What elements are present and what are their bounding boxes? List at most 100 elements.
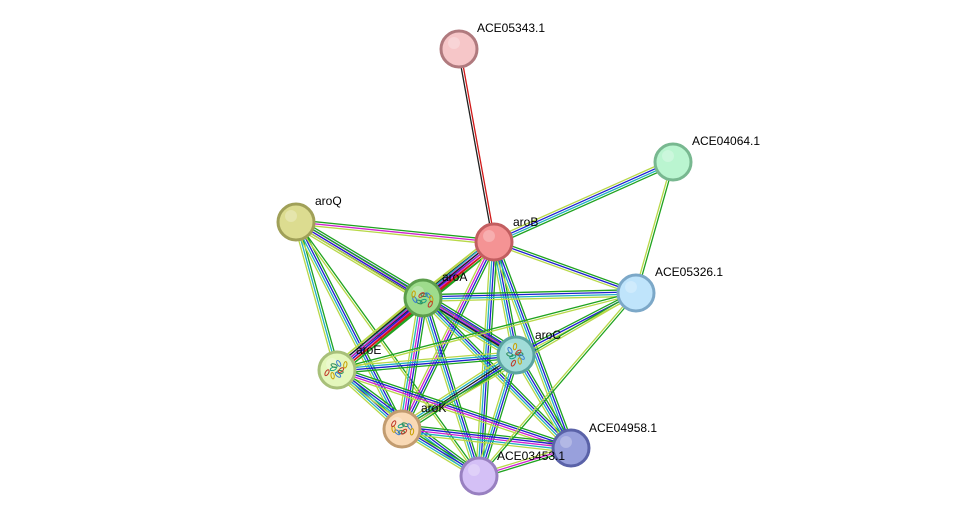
- node-circle[interactable]: [382, 409, 422, 449]
- edge-evidence-neighborhood: [296, 219, 495, 241]
- edge-evidence-neighborhood: [402, 423, 572, 445]
- edge-aroA-ACE05326.1: [422, 289, 637, 302]
- edge-aroK-ACE04958.1: [401, 423, 572, 454]
- edge-evidence-neighborhood: [494, 239, 637, 292]
- node-highlight: [448, 37, 460, 49]
- edge-evidence-database: [477, 354, 516, 476]
- edge-evidence-textmining: [335, 372, 571, 452]
- edge-aroC-ACE03453.1: [475, 353, 520, 478]
- edge-evidence-database: [423, 293, 637, 300]
- edge-evidence-cooccurrence: [296, 221, 404, 429]
- edge-evidence-cooccurrence: [493, 160, 673, 242]
- node-circle[interactable]: [403, 278, 443, 318]
- node-ACE03453.1[interactable]: [459, 456, 499, 496]
- edge-evidence-database: [294, 222, 402, 430]
- node-label-ACE05326.1: ACE05326.1: [655, 265, 723, 279]
- edge-evidence-neighborhood: [336, 291, 636, 370]
- edge-aroE-ACE04958.1: [335, 366, 573, 452]
- edge-evidence-textmining: [493, 243, 636, 296]
- edge-evidence-cooccurrence: [337, 368, 572, 448]
- node-aroQ[interactable]: [276, 202, 316, 242]
- node-label-ACE04064.1: ACE04064.1: [692, 134, 760, 148]
- edge-evidence-neighborhood: [481, 242, 498, 477]
- edge-evidence-textmining: [477, 291, 636, 476]
- node-circle[interactable]: [653, 142, 693, 182]
- edge-evidence-textmining: [420, 299, 570, 451]
- node-label-aroC: aroC: [535, 328, 561, 342]
- edge-evidence-textmining: [634, 161, 673, 293]
- node-ACE05343.1[interactable]: [439, 29, 479, 69]
- node-circle[interactable]: [317, 350, 357, 390]
- edge-evidence-textmining: [336, 351, 516, 368]
- protein-structure-icon: [391, 420, 415, 436]
- edge-evidence-textmining: [401, 432, 571, 454]
- edge-evidence-textmining: [337, 293, 637, 372]
- edge-evidence-cooccurrence: [479, 355, 518, 477]
- edge-evidence-textmining: [419, 298, 477, 478]
- edge-evidence-textmining: [293, 225, 422, 303]
- node-label-ACE05343.1: ACE05343.1: [477, 21, 545, 35]
- edge-evidence-experimental: [401, 428, 572, 449]
- node-ACE05326.1[interactable]: [616, 273, 656, 313]
- node-ACE04958.1[interactable]: [551, 428, 591, 468]
- edge-evidence-cooccurrence: [423, 297, 481, 476]
- node-circle[interactable]: [616, 273, 656, 313]
- edge-evidence-coexpression: [457, 49, 494, 243]
- edge-evidence-neighborhood: [479, 293, 638, 478]
- node-aroC[interactable]: [496, 335, 536, 375]
- edge-aroQ-aroB: [295, 219, 495, 245]
- labels-layer: ACE05343.1ACE04064.1aroQaroBACE05326.1ar…: [315, 21, 760, 463]
- edge-evidence-neighborhood: [425, 296, 483, 476]
- edge-aroE-ACE05326.1: [336, 291, 637, 372]
- node-circle[interactable]: [474, 222, 514, 262]
- edge-evidence-neighborhood: [481, 355, 520, 478]
- node-aroK[interactable]: [382, 409, 422, 449]
- node-label-aroQ: aroQ: [315, 194, 342, 208]
- node-aroA[interactable]: [403, 278, 443, 318]
- protein-structure-icon: [411, 290, 434, 308]
- node-circle[interactable]: [459, 456, 499, 496]
- node-ACE04064.1[interactable]: [653, 142, 693, 182]
- edges-layer: [292, 48, 675, 480]
- node-aroE[interactable]: [317, 350, 357, 390]
- edge-evidence-cooccurrence: [337, 355, 517, 372]
- edge-evidence-cooccurrence: [402, 426, 572, 447]
- edge-evidence-neighborhood: [422, 289, 636, 296]
- node-circle[interactable]: [551, 428, 591, 468]
- node-circle[interactable]: [276, 202, 316, 242]
- edge-evidence-neighborhood: [514, 290, 636, 354]
- edge-evidence-neighborhood: [496, 240, 575, 448]
- edge-evidence-neighborhood: [495, 164, 675, 246]
- edge-aroB-ACE05326.1: [493, 239, 637, 296]
- edge-evidence-textmining: [475, 353, 514, 476]
- node-label-ACE04958.1: ACE04958.1: [589, 421, 657, 435]
- node-label-aroK: aroK: [421, 401, 446, 415]
- node-highlight: [468, 464, 480, 476]
- node-highlight: [285, 210, 297, 222]
- edge-evidence-database: [421, 298, 479, 477]
- protein-structure-icon: [506, 342, 525, 367]
- edge-evidence-cooccurrence: [493, 241, 637, 294]
- edge-evidence-gene_fusion: [459, 48, 496, 242]
- node-highlight: [662, 150, 674, 162]
- node-aroB[interactable]: [474, 222, 514, 262]
- edge-evidence-neighborhood: [337, 366, 573, 446]
- edge-evidence-experimental: [336, 370, 571, 450]
- node-label-ACE03453.1: ACE03453.1: [497, 449, 565, 463]
- edge-aroA-ACE03453.1: [419, 296, 483, 478]
- node-highlight: [560, 436, 572, 448]
- edge-aroQ-aroK: [292, 220, 406, 431]
- edge-evidence-neighborhood: [298, 220, 406, 428]
- edge-evidence-textmining: [423, 295, 637, 302]
- edge-evidence-database: [494, 162, 674, 244]
- edge-ACE05343.1-aroB: [457, 48, 496, 243]
- edge-evidence-neighborhood: [296, 220, 481, 476]
- edge-evidence-database: [400, 352, 516, 428]
- edge-evidence-textmining: [399, 350, 514, 426]
- protein-structure-icon: [324, 360, 348, 380]
- edge-ACE05326.1-ACE03453.1: [477, 291, 638, 478]
- node-circle[interactable]: [439, 29, 479, 69]
- node-label-aroE: aroE: [356, 343, 381, 357]
- edge-evidence-neighborhood: [296, 219, 518, 354]
